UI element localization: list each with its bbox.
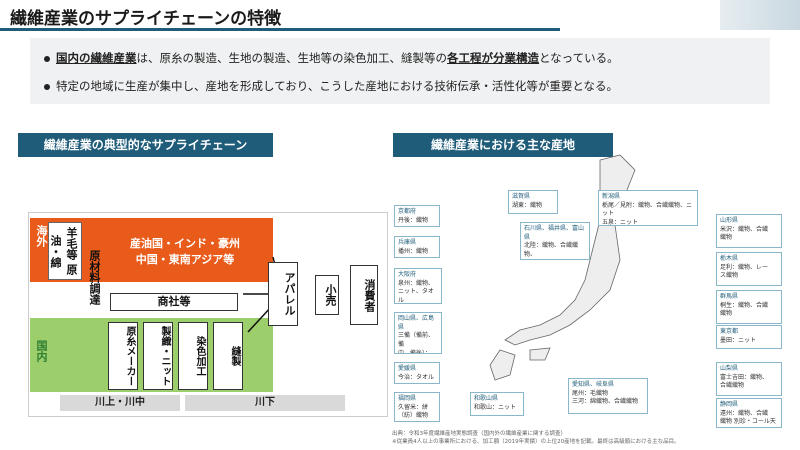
domestic-tag: 国内 (35, 340, 48, 362)
title-underline (0, 28, 560, 31)
dyeing-box: 染色加工 (178, 322, 208, 390)
region-fukuoka: 福岡県久留米：絣 （紡）織物 (394, 392, 440, 422)
region-items: 湖東：織物 (512, 201, 543, 209)
overseas-regions-1: 産油国・インド・豪州 (130, 237, 240, 250)
region-items: 栃尾／見附：織物、合繊織物、ニット 五泉：ニット (602, 201, 693, 226)
weaving-label: 製織・ニット (159, 326, 170, 386)
retail-box: 小売 (315, 275, 339, 315)
region-items: 米沢：織物、合繊 織物 (720, 225, 769, 242)
region-gunma: 群馬県桐生：織物、合繊 織物 (716, 290, 782, 324)
region-pref: 愛知県、岐阜県 (572, 381, 615, 388)
region-pref: 京都府 (398, 208, 417, 215)
region-items: 泉州：織物、 ニット、タオル (398, 279, 435, 304)
region-items: 今治：タオル (398, 373, 435, 381)
region-pref: 山梨県 (720, 365, 739, 372)
region-osaka: 大阪府泉州：織物、 ニット、タオル (394, 268, 442, 304)
region-items: 富士吉田：織物、 合繊織物 (720, 373, 769, 390)
region-yamagata: 山形県米沢：織物、合繊 織物 (716, 214, 782, 248)
region-pref: 愛媛県 (398, 365, 417, 372)
region-yamanashi: 山梨県富士吉田：織物、 合繊織物 (716, 362, 782, 396)
raw-materials-label: 羊毛等 (65, 227, 78, 261)
bullet-1-emph-1: 国内の繊維産業 (56, 51, 137, 65)
region-ehime: 愛媛県今治：タオル (394, 362, 440, 384)
region-pref: 群馬県 (720, 293, 739, 300)
region-shizuoka: 静岡県遠州：織物、合繊 織物 別珍・コール天 (716, 398, 782, 428)
region-hyogo: 兵庫県播州：織物 (394, 236, 440, 258)
downstream-bar: 川下 (185, 395, 345, 411)
summary-box: 国内の繊維産業は、原糸の製造、生地の製造、生地等の染色加工、縫製等の各工程が分業… (30, 38, 770, 104)
region-pref: 岡山県、広島県 (398, 315, 435, 331)
region-pref: 静岡県 (720, 401, 739, 408)
region-items: 北陸：織物、合繊織物、 ニット (524, 242, 579, 259)
source-note: 出典：令和3年度繊維産地実態調査（国内外の繊維産業に関する調査） ※従業員4人以… (392, 431, 680, 446)
region-pref: 東京都 (720, 328, 739, 335)
region-aichi-gifu: 愛知県、岐阜県尾州：毛織物 三河：綿織物、合繊織物 (568, 378, 648, 414)
region-pref: 石川県、福井県、富山県 (524, 225, 585, 241)
region-items: 墨田：ニット (720, 336, 757, 344)
region-wakayama: 和歌山県和歌山：ニット (470, 392, 524, 416)
upstream-bar: 川上・川中 (60, 395, 180, 411)
region-tochigi: 栃木県足利：織物、レー ス織物 (716, 252, 782, 286)
region-items: 尾州：毛織物 三河：綿織物、合繊織物 (572, 389, 639, 406)
region-pref: 福岡県 (398, 395, 417, 402)
apparel-box: アパレル (268, 262, 298, 326)
regions-header: 繊維産業における主な産地 (393, 133, 613, 157)
region-items: 和歌山：ニット (474, 403, 517, 411)
region-pref: 和歌山県 (474, 395, 499, 402)
region-pref: 栃木県 (720, 255, 739, 262)
sewing-label: 縫製 (229, 346, 240, 366)
region-items: 久留米：絣 （紡）織物 (398, 403, 429, 420)
region-pref: 兵庫県 (398, 239, 417, 246)
header-decoration (720, 0, 800, 30)
region-items: 三備（備前、備 中、備後）： 織物(デニム) (398, 332, 435, 354)
region-kyoto: 京都府丹後：織物 (394, 205, 440, 227)
region-pref: 滋賀県 (512, 193, 531, 200)
bullet-2-text: 特定の地域に生産が集中し、産地を形成しており、こうした産地における技術伝承・活性… (56, 79, 618, 93)
dyeing-label: 染色加工 (194, 336, 205, 376)
region-shiga: 滋賀県湖東：織物 (508, 190, 558, 214)
raw-materials-tag: 羊毛等 原油・綿 (48, 222, 82, 280)
bullet-1-text: は、原糸の製造、生地の製造、生地等の染色加工、縫製等の (136, 51, 448, 65)
region-items: 足利：織物、レー ス織物 (720, 263, 769, 280)
bullet-1-emph-2: 各工程が分業構造 (447, 51, 539, 65)
region-pref: 山形県 (720, 217, 739, 224)
bullet-1-end: となっている。 (539, 51, 619, 65)
overseas-tag: 海外 (33, 225, 49, 247)
consumer-box: 消費者 (350, 265, 378, 325)
region-items: 桐生：織物、合繊 織物 (720, 301, 769, 318)
region-items: 播州：織物 (398, 247, 429, 255)
sewing-box: 縫製 (213, 322, 243, 390)
bullet-2: 特定の地域に生産が集中し、産地を形成しており、こうした産地における技術伝承・活性… (44, 78, 618, 94)
region-pref: 新潟県 (602, 193, 621, 200)
raw-materials-label-2: 原油・綿 (49, 234, 78, 275)
yarn-maker-box: 原糸メーカー (108, 322, 138, 390)
overseas-regions-2: 中国・東南アジア等 (135, 253, 235, 266)
trading-company-box: 商社等 (110, 293, 238, 311)
region-niigata: 新潟県栃尾／見附：織物、合繊織物、ニット 五泉：ニット (598, 190, 698, 226)
region-pref: 大阪府 (398, 271, 417, 278)
region-items: 遠州：織物、合繊 織物 別珍・コール天 (720, 409, 776, 426)
yarn-maker-label: 原糸メーカー (124, 326, 135, 386)
page-title: 繊維産業のサプライチェーンの特徴 (10, 9, 282, 29)
procurement-label: 原材料調達 (88, 250, 101, 305)
weaving-box: 製織・ニット (143, 322, 173, 390)
region-tokyo: 東京都墨田：ニット (716, 325, 782, 349)
bullet-1: 国内の繊維産業は、原糸の製造、生地の製造、生地等の染色加工、縫製等の各工程が分業… (44, 50, 619, 66)
supply-chain-header: 繊維産業の典型的なサプライチェーン (18, 133, 273, 157)
region-items: 丹後：織物 (398, 216, 429, 224)
